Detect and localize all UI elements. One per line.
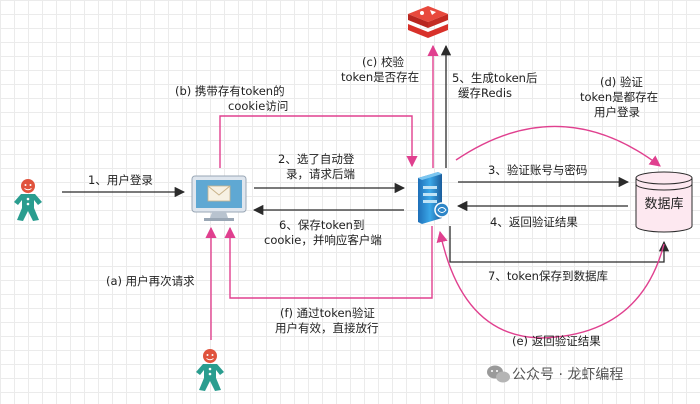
label-step6-line2: cookie，并响应客户端	[264, 233, 382, 247]
user-icon	[14, 179, 42, 221]
label-a: (a) 用户再次请求	[106, 274, 195, 288]
label-step5-line1: 5、生成token后	[452, 71, 537, 85]
label-e: (e) 返回验证结果	[512, 334, 601, 348]
label-d-line1: (d) 验证	[600, 75, 643, 89]
user-icon	[196, 349, 224, 391]
label-step7: 7、token保存到数据库	[488, 269, 608, 283]
label-step5-line2: 缓存Redis	[458, 86, 512, 100]
arrow-d	[455, 125, 661, 167]
database-icon	[635, 171, 693, 233]
computer-mail-icon	[191, 175, 247, 221]
arrow-f	[224, 226, 433, 299]
label-c-line2: token是否存在	[341, 70, 419, 84]
label-f-line1: (f) 通过token验证	[280, 306, 375, 320]
arrow-b	[219, 115, 418, 168]
database-label: 数据库	[644, 196, 683, 212]
label-step2-line2: 录，请求后端	[286, 167, 355, 181]
label-step3: 3、验证账号与密码	[488, 163, 587, 177]
label-step6-line1: 6、保存token到	[279, 218, 364, 232]
label-f-line2: 用户有效，直接放行	[275, 321, 379, 335]
label-d-line3: 用户登录	[594, 105, 640, 119]
arrow-e	[436, 230, 665, 339]
label-d-line2: token是都存在	[580, 90, 658, 104]
label-b-line2: cookie访问	[228, 99, 288, 113]
wechat-icon	[487, 365, 510, 383]
redis-icon	[408, 6, 448, 38]
watermark-text: 公众号 · 龙虾编程	[512, 367, 623, 383]
label-b-line1: (b) 携带存有token的	[175, 84, 285, 98]
arrow-step7	[449, 226, 670, 263]
label-step4: 4、返回验证结果	[490, 215, 578, 229]
watermark: 公众号 · 龙虾编程	[487, 365, 623, 383]
server-icon	[418, 172, 450, 224]
label-step2-line1: 2、选了自动登	[278, 152, 355, 166]
label-c-line1: (c) 校验	[362, 55, 404, 69]
label-step1: 1、用户登录	[88, 173, 153, 187]
